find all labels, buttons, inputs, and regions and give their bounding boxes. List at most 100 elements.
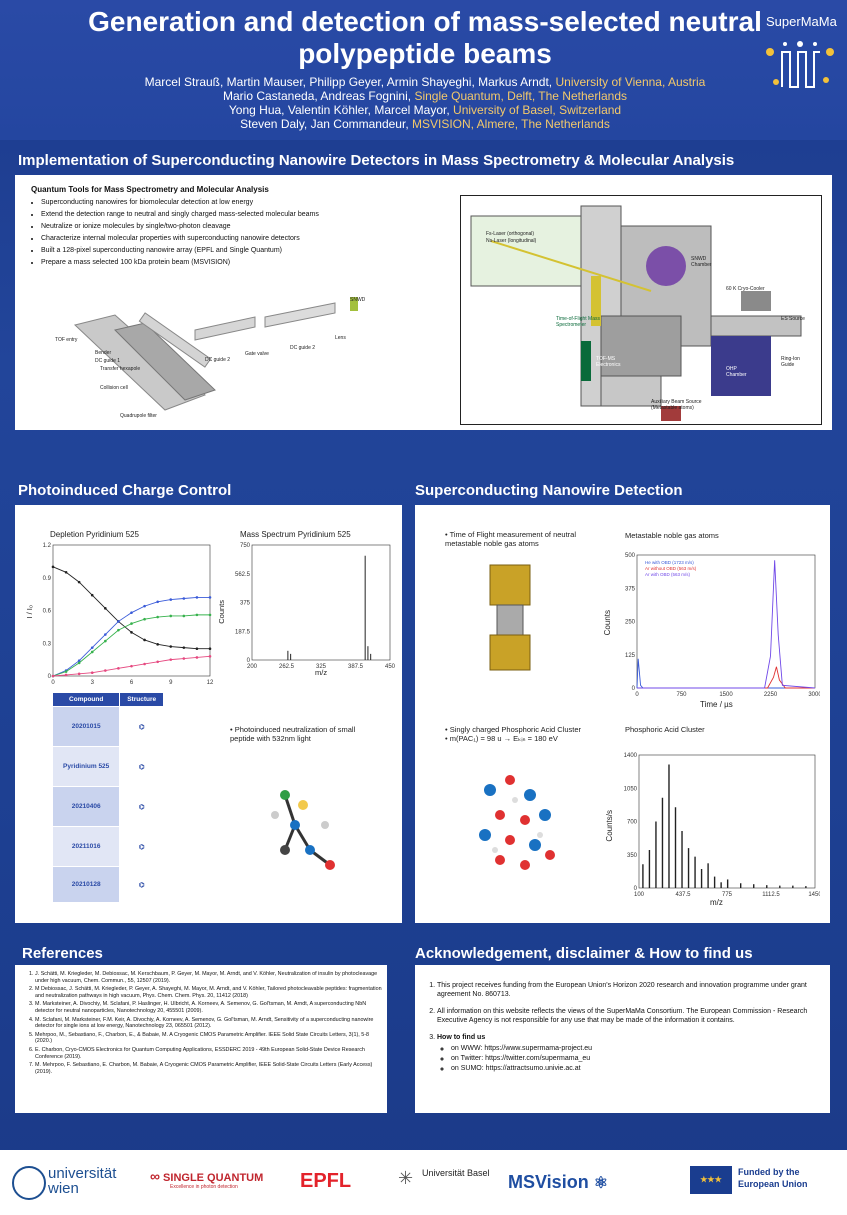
data-point	[90, 671, 94, 675]
bullet-item: Neutralize or ionize molecules by single…	[41, 223, 441, 230]
affiliation: MSVISION, Almere, The Netherlands	[412, 117, 610, 131]
data-point	[104, 669, 107, 672]
references-panel: J. Schätti, M. Kriegleder, M. Debiossac,…	[15, 965, 387, 1113]
reference-item: M Debiossac, J. Schätti, M. Kriegleder, …	[35, 986, 387, 999]
y-tick-label: 1050	[624, 786, 638, 792]
data-point	[51, 674, 55, 678]
x-tick-label: 100	[634, 892, 645, 898]
header: Generation and detection of mass-selecte…	[0, 0, 847, 140]
data-point	[208, 596, 212, 599]
pac-text: • Singly charged Phosphoric Acid Cluster…	[445, 725, 582, 743]
bullet-item: Prepare a mass selected 100 kDa protein …	[41, 259, 441, 266]
poster-title: Generation and detection of mass-selecte…	[88, 6, 762, 69]
compound-name: 20201015	[51, 706, 121, 747]
reference-item: M. Mehrpoo, F. Sebastiano, E. Charbon, M…	[35, 1062, 387, 1075]
y-tick-label: 375	[240, 601, 251, 607]
data-point	[143, 617, 146, 621]
series-line	[637, 560, 816, 689]
plot-frame	[638, 754, 816, 889]
data-point	[195, 613, 199, 617]
structure-cell: ⌬	[119, 866, 164, 903]
affiliation: University of Basel, Switzerland	[453, 103, 622, 117]
data-point	[130, 622, 133, 625]
data-point	[143, 638, 146, 642]
y-tick-label: 350	[627, 853, 638, 859]
structure-cell: ⌬	[119, 786, 164, 827]
data-point	[90, 650, 94, 654]
data-point	[117, 667, 120, 670]
x-tick-label: 3	[91, 680, 95, 686]
y-tick-label: 187.5	[235, 629, 251, 635]
metastable-chart-title: Metastable noble gas atoms	[625, 531, 719, 540]
x-tick-label: 775	[722, 892, 733, 898]
link-sumo[interactable]: on SUMO: https://attractsumo.univie.ac.a…	[451, 1064, 830, 1073]
label-snwd: SNWD	[350, 297, 366, 303]
reference-item: E. Charbon, Cryo-CMOS Electronics for Qu…	[35, 1047, 387, 1060]
label-bender: Bender	[95, 350, 112, 356]
label-aux-beam-source: Auxiliary Beam Source (Metastable atoms)	[651, 399, 702, 411]
x-tick-label: 0	[51, 680, 55, 686]
label-snwd-chamber: SNWD Chamber	[691, 256, 712, 268]
link-www[interactable]: on WWW: https://www.supermama-project.eu	[451, 1044, 830, 1053]
affiliation: Single Quantum, Delft, The Netherlands	[414, 89, 627, 103]
author-names: Steven Daly, Jan Commandeur,	[240, 117, 412, 131]
reference-item: J. Schätti, M. Kriegleder, M. Debiossac,…	[35, 971, 387, 984]
apparatus-cad-drawing	[470, 205, 802, 421]
label-es-source: ES Source	[781, 316, 805, 322]
single-quantum-swirl-icon: ∞	[150, 1168, 160, 1184]
author-line: Yong Hua, Valentin Köhler, Marcel Mayor,…	[60, 103, 790, 117]
link-twitter[interactable]: on Twitter: https://twitter.com/supermam…	[451, 1054, 830, 1063]
author-line: Mario Castaneda, Andreas Fognini, Single…	[60, 89, 790, 103]
data-point	[169, 598, 173, 601]
metastable-chart: 07501500225030000125250375500	[625, 553, 820, 698]
depletion-ylabel: I / I₀	[25, 605, 34, 619]
data-point	[182, 646, 186, 649]
label-ohp-chamber: OHP Chamber	[726, 366, 747, 378]
y-tick-label: 562.5	[235, 572, 251, 578]
beamline-illustration	[73, 297, 358, 411]
series-line	[636, 658, 815, 689]
ms-ylabel: Counts	[217, 600, 226, 624]
x-tick-label: 2250	[764, 692, 778, 698]
univie-logo: universität wien	[12, 1166, 143, 1200]
unibas-emblem-icon: ✳	[398, 1168, 414, 1188]
y-tick-label: 700	[627, 820, 638, 826]
author-line: Marcel Strauß, Martin Mauser, Philipp Ge…	[60, 75, 790, 89]
bullet-item: Built a 128-pixel superconducting nanowi…	[41, 247, 441, 254]
quantum-tools-heading: Quantum Tools for Mass Spectrometry and …	[31, 185, 269, 194]
data-point	[77, 672, 81, 676]
data-point	[182, 614, 186, 618]
section-heading-pcc: Photoinduced Charge Control	[18, 482, 232, 499]
x-tick-label: 1500	[719, 692, 733, 698]
compound-name: 20211016	[51, 826, 121, 867]
data-point	[182, 597, 186, 600]
pac-chart-title: Phosphoric Acid Cluster	[625, 725, 705, 734]
y-tick-label: 1.2	[43, 543, 52, 549]
label-dc-guide-2b: DC guide 2	[205, 357, 231, 363]
detector-illustration	[489, 564, 531, 671]
metastable-legend: He with OBD (1723 m/s) Ar without OBD (5…	[645, 560, 696, 578]
data-point	[143, 604, 146, 608]
single-quantum-tagline: Excellence in photon detection	[170, 1184, 238, 1190]
label-ns-laser: Ns-Laser (longitudinal)	[486, 238, 537, 244]
x-tick-label: 262.5	[279, 664, 295, 670]
data-point	[90, 593, 94, 597]
data-point	[169, 614, 173, 618]
ack-list: This project receives funding from the E…	[415, 981, 830, 1073]
data-point	[182, 657, 186, 660]
data-point	[104, 607, 107, 610]
legend-item: Ar with OBD (563 m/s)	[645, 572, 691, 577]
data-point	[208, 647, 212, 651]
author-line: Steven Daly, Jan Commandeur, MSVISION, A…	[60, 117, 790, 131]
data-point	[130, 611, 133, 614]
series-line	[52, 566, 210, 650]
msvision-logo: MSVision ⚛	[508, 1172, 609, 1192]
data-point	[117, 628, 120, 632]
data-point	[169, 658, 173, 661]
footer-logos: universität wien ∞ SINGLE QUANTUM Excell…	[0, 1150, 847, 1215]
series-line	[637, 666, 815, 689]
author-list: Marcel Strauß, Martin Mauser, Philipp Ge…	[60, 75, 790, 131]
